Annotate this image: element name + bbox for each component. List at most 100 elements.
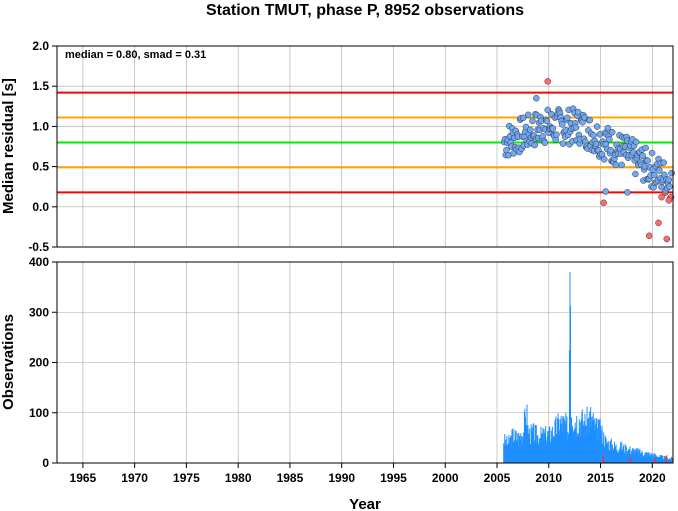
observation-bar: [633, 448, 635, 463]
observation-bar: [592, 416, 594, 463]
observation-bar: [514, 440, 516, 463]
observation-bar: [581, 412, 583, 463]
observation-bar: [587, 435, 589, 463]
observation-bar: [667, 459, 669, 463]
residual-point: [559, 140, 567, 147]
observation-bar: [668, 458, 670, 463]
residual-point: [590, 131, 597, 139]
observation-bar: [639, 448, 641, 463]
observation-bar: [503, 443, 505, 463]
observation-bar: [638, 450, 640, 463]
observation-bar: [534, 440, 536, 463]
observation-bar: [659, 457, 661, 463]
observation-bar: [608, 450, 610, 463]
observation-bar: [535, 425, 537, 463]
observation-bar: [564, 424, 566, 463]
observation-bar: [640, 452, 642, 463]
observation-bar: [601, 425, 603, 463]
observation-bar: [525, 425, 527, 463]
observation-bar: [645, 452, 647, 463]
residual-point: [666, 183, 673, 190]
observation-bar: [633, 449, 635, 463]
observation-bar: [535, 425, 537, 463]
observation-bar: [522, 443, 524, 463]
x-tick-label: 1985: [277, 471, 304, 485]
observation-bar: [570, 426, 572, 463]
observation-bar: [601, 430, 603, 463]
observation-bar: [503, 445, 505, 463]
observation-bar-outlier: [602, 455, 605, 463]
observation-bar: [562, 416, 564, 463]
observation-bar: [576, 433, 578, 463]
observation-bar: [590, 426, 592, 463]
observation-bar: [614, 446, 616, 463]
observation-bar: [635, 448, 637, 463]
residual-point: [612, 161, 620, 169]
observation-bar: [569, 305, 571, 463]
observation-bar: [649, 454, 651, 463]
observation-bar: [558, 434, 560, 463]
observations-y-label: Observations: [0, 314, 17, 410]
y-tick-label: 300: [29, 305, 49, 319]
residual-point: [564, 114, 571, 122]
observation-bar: [545, 426, 547, 463]
observation-bar: [504, 443, 506, 463]
observation-bar: [613, 441, 615, 463]
observation-bar: [627, 449, 629, 463]
observation-bar: [554, 418, 556, 463]
residual-point: [656, 167, 663, 174]
observation-bar: [575, 435, 577, 463]
observation-bar: [581, 409, 583, 463]
observation-bar: [594, 423, 596, 463]
observation-bar: [625, 454, 627, 463]
observation-bar: [618, 451, 620, 463]
observation-bar: [566, 416, 568, 463]
residual-point: [668, 169, 675, 177]
observation-bar: [663, 455, 665, 463]
observation-bar: [588, 417, 590, 463]
observation-bar: [617, 452, 619, 463]
observation-bar: [596, 418, 598, 463]
residual-frame: [56, 45, 674, 248]
residual-point: [624, 189, 631, 196]
observation-bar: [606, 444, 608, 463]
residual-y-label: Median residual [s]: [0, 78, 17, 214]
observation-bar: [636, 450, 638, 463]
observation-bar: [524, 416, 526, 463]
observation-bar: [666, 457, 668, 463]
y-tick-label: 1.0: [32, 119, 49, 133]
observation-bar: [655, 455, 657, 463]
observation-bar: [547, 434, 549, 463]
observation-bar: [552, 435, 554, 463]
observation-bar: [644, 452, 646, 463]
observation-bar: [510, 435, 512, 463]
observation-bar: [637, 450, 639, 463]
observation-bar: [572, 430, 574, 463]
observation-bar: [557, 418, 559, 463]
observation-bar: [616, 449, 618, 463]
observation-bar: [508, 435, 510, 463]
observation-bar: [507, 445, 509, 463]
observation-bar: [653, 453, 655, 463]
observation-bar: [591, 420, 593, 463]
observation-bar: [559, 419, 561, 463]
observation-bar: [637, 448, 639, 463]
observation-bar: [582, 427, 584, 463]
observation-bar: [610, 438, 612, 463]
observation-bar: [512, 431, 514, 463]
observation-bar: [644, 455, 646, 463]
observation-bar: [527, 433, 529, 463]
observation-bar: [530, 444, 532, 463]
observation-bar: [605, 437, 607, 463]
residual-point: [665, 197, 673, 204]
observation-bar: [625, 446, 627, 463]
x-tick-label: 1965: [70, 471, 97, 485]
observation-bar: [551, 426, 553, 463]
observation-bar: [628, 449, 630, 463]
observation-bar: [509, 437, 511, 463]
observation-bars: [503, 272, 674, 463]
observation-bar: [669, 458, 671, 463]
